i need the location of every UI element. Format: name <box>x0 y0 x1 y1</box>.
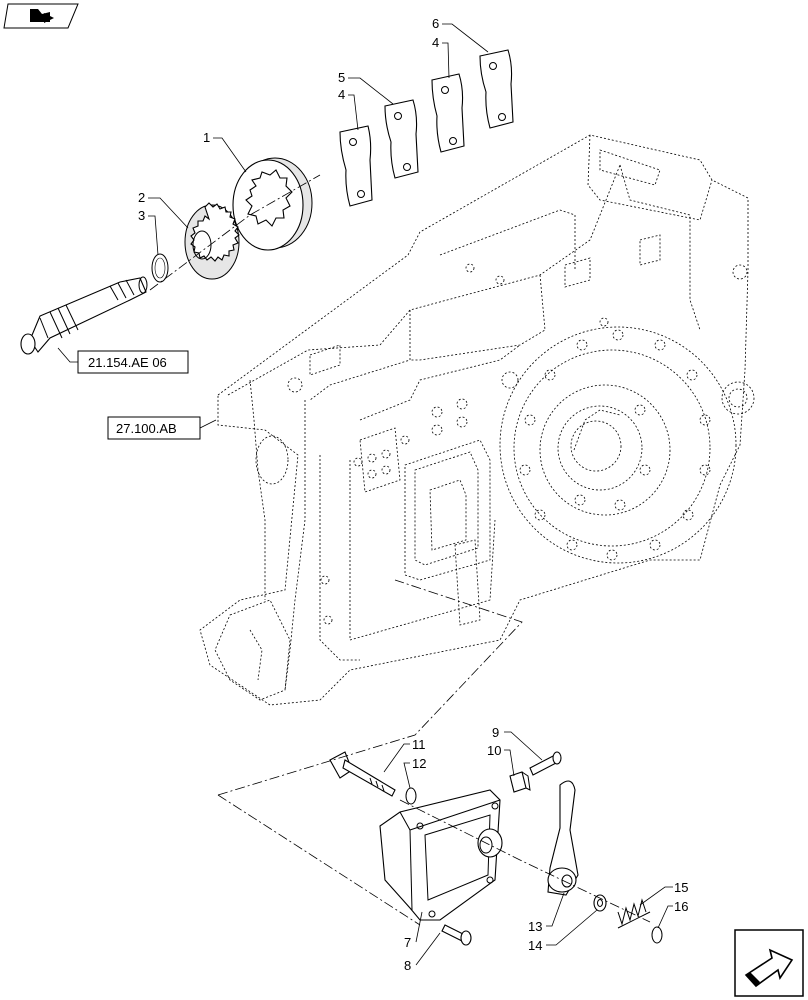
callout-13: 13 <box>528 919 542 934</box>
lever-arm <box>547 780 579 896</box>
callout-16: 16 <box>674 899 688 914</box>
splined-hub <box>232 157 313 251</box>
callout-8: 8 <box>404 958 411 973</box>
reference-label-housing: 27.100.AB <box>116 421 177 436</box>
washer-14 <box>593 894 607 912</box>
callout-1: 1 <box>203 130 210 145</box>
cover-plate <box>379 789 503 921</box>
shaft <box>20 276 148 355</box>
callout-14: 14 <box>528 938 542 953</box>
bolt-9 <box>529 751 562 776</box>
book-arrow-icon[interactable] <box>3 3 79 29</box>
callout-5: 5 <box>338 70 345 85</box>
callout-labels: 1 2 3 4 4 5 6 7 8 9 10 11 12 13 14 15 16 <box>138 16 688 973</box>
callout-2: 2 <box>138 190 145 205</box>
callout-10: 10 <box>487 743 501 758</box>
callout-12: 12 <box>412 756 426 771</box>
leader-lines <box>57 23 673 966</box>
transmission-housing <box>199 134 755 706</box>
bolt-11 <box>329 751 396 797</box>
callout-6: 6 <box>432 16 439 31</box>
next-page-arrow-icon[interactable] <box>734 929 804 997</box>
block-10 <box>509 771 531 793</box>
shim-6 <box>479 49 514 129</box>
callout-4-lower: 4 <box>338 87 345 102</box>
bolt-8 <box>441 924 472 946</box>
snap-ring-16 <box>651 926 663 944</box>
snap-ring <box>151 253 169 283</box>
callout-11: 11 <box>412 737 426 752</box>
shim-4-upper <box>431 73 465 153</box>
callout-15: 15 <box>674 880 688 895</box>
spring-15 <box>617 898 651 929</box>
reference-box-housing[interactable]: 27.100.AB <box>107 416 201 440</box>
reference-label-shaft: 21.154.AE 06 <box>88 355 167 370</box>
shim-4-lower <box>339 125 373 207</box>
callout-4-upper: 4 <box>432 35 439 50</box>
o-ring-12 <box>405 787 417 805</box>
callout-3: 3 <box>138 208 145 223</box>
reference-box-shaft[interactable]: 21.154.AE 06 <box>77 350 189 374</box>
callout-7: 7 <box>404 935 411 950</box>
callout-9: 9 <box>492 725 499 740</box>
shim-5 <box>384 99 419 179</box>
gear <box>184 202 240 280</box>
